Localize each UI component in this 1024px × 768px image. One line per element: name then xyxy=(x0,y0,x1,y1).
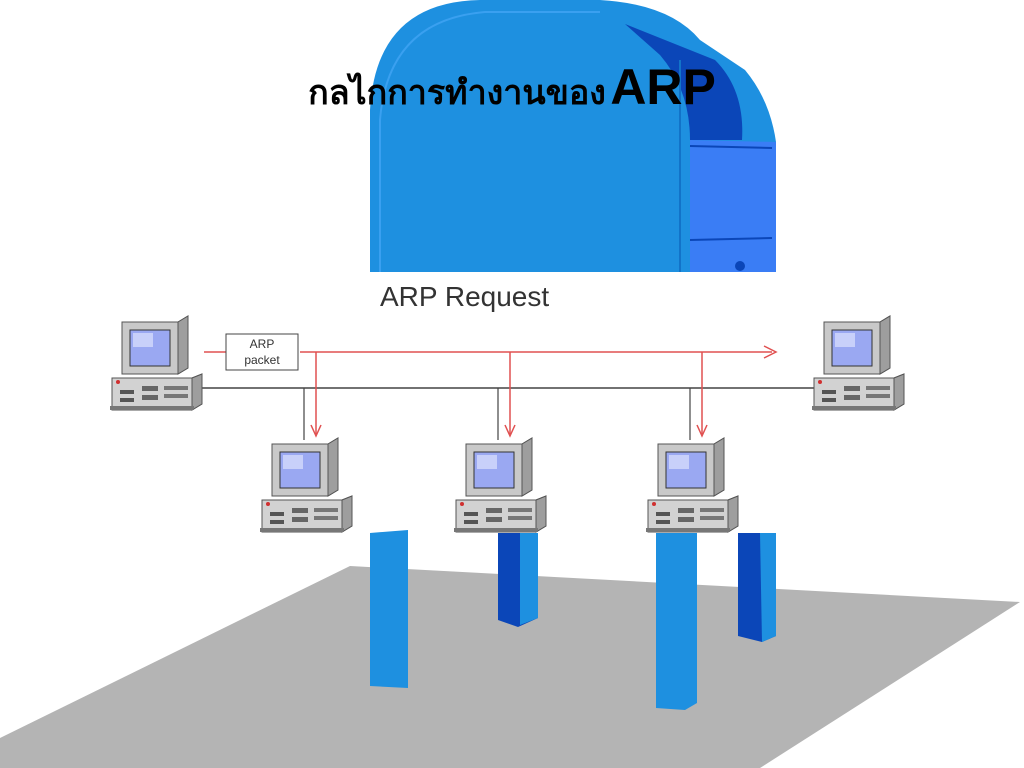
mailbox-legs xyxy=(370,530,776,710)
arp-packet-box xyxy=(225,333,299,371)
title-arp-text: ARP xyxy=(610,59,716,115)
broadcast-drop-arrows xyxy=(310,352,708,438)
diagram-heading: ARP Request xyxy=(380,281,549,312)
mailbox-illustration xyxy=(370,0,776,272)
computer-icon xyxy=(259,437,353,533)
host-connectors xyxy=(303,388,691,440)
arp-request-arrow xyxy=(204,345,778,359)
arp-packet-label-line1: ARP xyxy=(250,337,275,351)
computer-icon xyxy=(453,437,547,533)
slide-title: กลไกการทำงานของ ARP xyxy=(0,58,1024,119)
computer-icon xyxy=(109,315,203,411)
title-thai-text: กลไกการทำงานของ xyxy=(308,73,606,113)
computer-icon xyxy=(645,437,739,533)
computer-icon xyxy=(811,315,905,411)
arp-packet-label-line2: packet xyxy=(244,353,280,367)
